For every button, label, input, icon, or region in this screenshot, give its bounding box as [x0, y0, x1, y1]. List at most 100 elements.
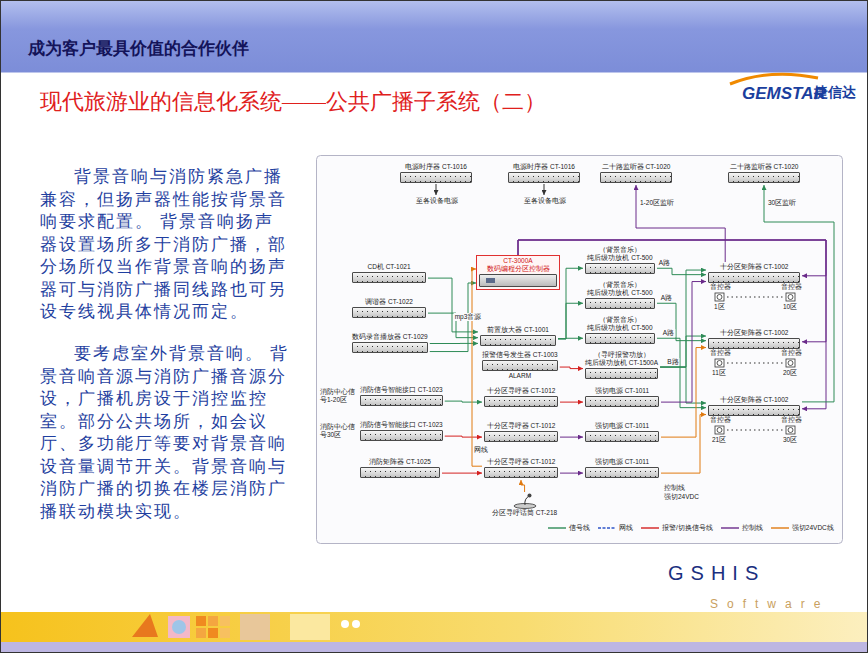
header-bar	[0, 0, 868, 74]
connector	[445, 401, 482, 402]
connector	[518, 240, 826, 409]
device-box: 电源时序器 CT-1016	[506, 162, 582, 185]
device-label: CT-3000A	[479, 257, 557, 265]
connector	[660, 270, 706, 367]
device-panel	[728, 172, 800, 183]
device-label: 调谐器 CT-1022	[352, 298, 426, 306]
legend-text: 报警/切换信号线	[662, 524, 713, 532]
body-paragraph: 要考虑室外背景音响。 背景音响音源与消防广播音源分设，广播机房设于消控监控室。部…	[40, 343, 292, 523]
connector	[445, 436, 482, 437]
speaker-symbol	[786, 359, 795, 367]
connector	[764, 185, 834, 402]
connector	[558, 338, 583, 340]
speaker-dots	[727, 362, 783, 363]
connector	[518, 240, 826, 342]
legend-line	[548, 527, 566, 528]
zone-label: 30区	[783, 436, 797, 444]
volume-control-label: 音控器	[710, 283, 731, 291]
device-panel	[585, 298, 655, 309]
device-panel	[360, 395, 443, 406]
monitor-note: 1-20区监听	[640, 199, 674, 207]
device-panel	[600, 172, 672, 183]
speaker-symbol	[715, 359, 724, 367]
device-panel	[708, 272, 800, 283]
device-label: （背景音乐）	[585, 246, 655, 254]
legend-line	[641, 525, 659, 531]
device-box: 消防信号智能接口 CT-1023	[358, 385, 445, 408]
footer-strip	[0, 612, 868, 653]
device-panel	[585, 431, 659, 442]
connector	[657, 268, 706, 274]
device-box: 消防信号智能接口 CT-1023	[358, 420, 445, 443]
microphone-icon	[510, 493, 540, 509]
device-box: （背景音乐）纯后级功放机 CT-500	[583, 245, 657, 276]
device-panel	[585, 333, 655, 344]
legend-text: 信号线	[569, 524, 590, 532]
connector-label: A路	[660, 294, 673, 302]
device-label: 十分区矩阵器 CT-1002	[708, 263, 800, 271]
footer-strip	[0, 612, 868, 642]
device-panel	[480, 335, 556, 346]
connector	[560, 473, 583, 474]
speaker-symbol	[788, 295, 793, 300]
device-label: 前置放大器 CT-1001	[480, 326, 556, 334]
device-label: 强切电源 CT-1011	[585, 422, 659, 430]
device-panel	[708, 338, 800, 349]
connector	[560, 367, 583, 369]
power-note: 至各设备电源	[524, 197, 566, 205]
device-box: 十分区矩阵器 CT-1002	[706, 395, 802, 418]
power-note: 至各设备电源	[416, 197, 458, 205]
device-panel	[585, 368, 658, 379]
device-panel	[508, 172, 580, 183]
device-label: 分区寻呼话筒 CT-218	[492, 509, 557, 517]
speaker-dots	[727, 429, 783, 430]
legend-text: 控制线	[742, 524, 763, 532]
footer-strip	[196, 616, 206, 626]
legend-item: 控制线	[721, 524, 763, 532]
speaker-symbol	[786, 293, 795, 301]
device-box: （背景音乐）纯后级功放机 CT-500	[583, 280, 657, 311]
legend-line	[771, 527, 789, 528]
footer-strip	[352, 620, 360, 628]
footer-strip	[168, 616, 190, 638]
diagram-panel	[317, 156, 843, 544]
footer-strip	[220, 616, 230, 626]
device-box: CT-3000A数码编程分区控制器	[476, 255, 560, 290]
connector-label: A路	[658, 259, 671, 267]
footer-strip	[172, 620, 186, 634]
legend-line	[721, 527, 739, 528]
device-panel	[360, 430, 443, 441]
line-label: 强切24VDC	[664, 493, 699, 501]
connector	[657, 303, 706, 340]
speaker-symbol	[788, 361, 793, 366]
connector	[657, 338, 706, 407]
device-label: （寻呼报警功放）	[585, 351, 658, 359]
device-box: （寻呼报警功放）纯后级功放机 CT-1500A	[583, 350, 660, 381]
legend-text: 强切24VDC线	[792, 524, 834, 532]
device-label: 强切电源 CT-1011	[585, 387, 659, 395]
header-bar	[0, 0, 868, 73]
legend-line	[721, 525, 739, 531]
device-label: 纯后级功放机 CT-500	[585, 324, 655, 332]
device-box: （背景音乐）纯后级功放机 CT-500	[583, 315, 657, 346]
connector	[560, 437, 583, 438]
device-label: 二十路监听器 CT-1020	[728, 163, 800, 171]
fire-input-label: 消防中心信号30区	[320, 423, 356, 439]
speaker-symbol	[717, 428, 722, 433]
legend-line	[771, 525, 789, 531]
footer-strip	[220, 628, 230, 638]
legend-item: 强切24VDC线	[771, 524, 834, 532]
device-box: 前置放大器 CT-1001	[478, 325, 558, 348]
connector-label: B路	[666, 358, 679, 366]
footer-strip	[240, 614, 270, 640]
device-label: 纯后级功放机 CT-1500A	[585, 359, 658, 367]
connector	[472, 269, 482, 466]
connector	[660, 367, 706, 403]
logo-swoosh	[730, 74, 818, 84]
device-box: 十分区矩阵器 CT-1002	[706, 328, 802, 351]
device-label: 二十路监听器 CT-1020	[600, 163, 672, 171]
line-label: 控制线	[664, 484, 685, 492]
brand-text: GSHIS	[668, 562, 765, 585]
device-label: 强切电源 CT-1011	[585, 458, 659, 466]
